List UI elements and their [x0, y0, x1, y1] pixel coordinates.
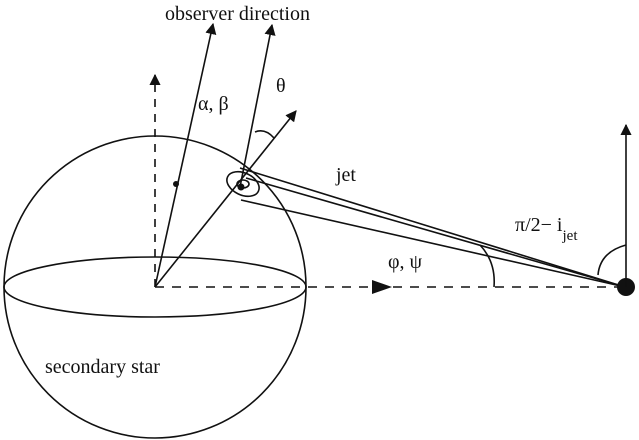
observer-arrow-left	[154, 22, 217, 288]
observer-direction-label: observer direction	[165, 3, 310, 25]
phi-psi-label: φ, ψ	[388, 251, 423, 273]
inclination-label: π/2− ijet	[515, 214, 578, 244]
horizontal-axis-arrowhead	[372, 280, 392, 294]
secondary-star-label: secondary star	[45, 356, 160, 378]
theta-arc	[254, 130, 275, 139]
theta-label: θ	[276, 75, 286, 97]
alpha-beta-label: α, β	[198, 93, 229, 115]
observer-point	[173, 181, 179, 187]
jet-cone-base	[226, 170, 260, 198]
observer-arrow-right	[239, 23, 276, 188]
jet-cone	[226, 167, 626, 288]
inclination-subscript: jet	[562, 228, 579, 244]
jet-axis-arrow	[154, 110, 297, 288]
inclination-arc	[597, 244, 627, 276]
jet-origin-point	[237, 183, 245, 191]
jet-label: jet	[335, 164, 356, 186]
phi-psi-arc	[479, 244, 496, 288]
inclination-main: π/2− i	[515, 214, 563, 236]
